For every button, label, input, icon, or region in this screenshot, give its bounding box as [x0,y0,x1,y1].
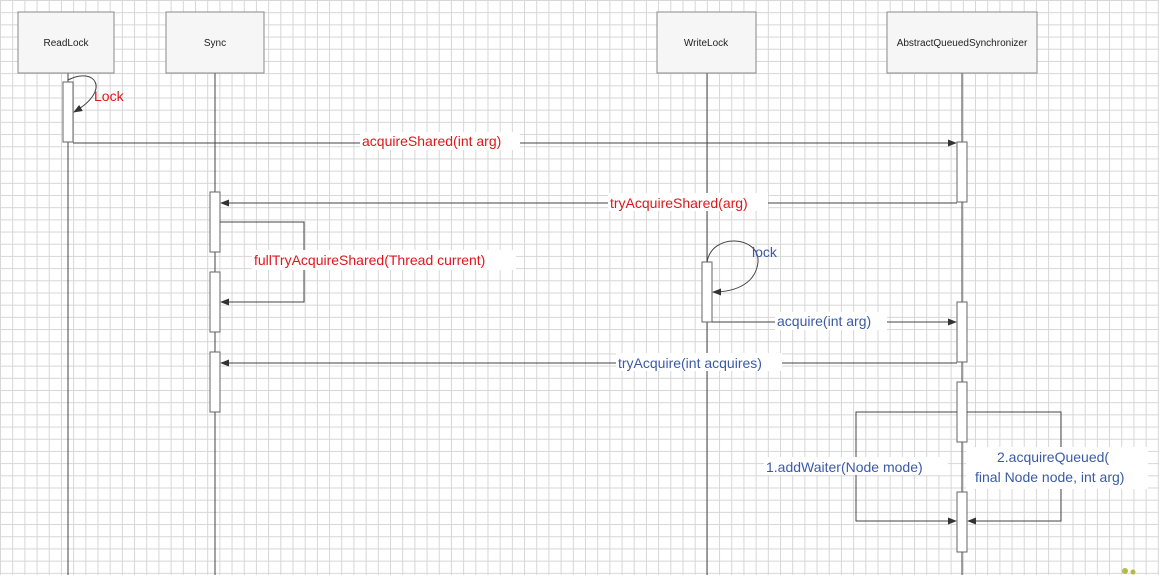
writelock-activation [701,261,713,323]
add-waiter-label: 1.addWaiter(Node mode) [766,459,923,475]
acquire-shared-label: acquireShared(int arg) [362,133,501,149]
try-acquire-label: tryAcquire(int acquires) [618,355,762,371]
resize-handle-icon [1122,568,1136,575]
acquire-queued-label-2: final Node node, int arg) [975,469,1124,485]
sync-activation-3 [209,351,221,413]
full-try-acquire-shared-label: fullTryAcquireShared(Thread current) [254,252,485,268]
actor-readlock-label: ReadLock [43,38,89,49]
sync-activation-1 [209,191,221,253]
aqs-activation-1 [956,141,968,203]
actor-sync-label: Sync [204,38,226,49]
aqs-activation-2 [956,301,968,363]
writelock-lock-arrow [706,240,759,296]
aqs-activation-4 [956,491,968,553]
writelock-lock-label: lock [752,244,778,260]
try-acquire-shared-label: tryAcquireShared(arg) [610,195,748,211]
acquire-queued-label-1: 2.acquireQueued( [997,449,1109,465]
actor-readlock: ReadLock [17,11,115,74]
actor-aqs: AbstractQueuedSynchronizer [886,11,1038,74]
readlock-lock-label: Lock [94,88,125,104]
actor-writelock-label: WriteLock [684,38,729,49]
sync-activation-2 [209,271,221,333]
actor-sync: Sync [165,11,265,74]
aqs-activation-3 [956,381,968,443]
actor-writelock: WriteLock [656,11,757,74]
actor-aqs-label: AbstractQueuedSynchronizer [897,38,1028,49]
readlock-lock-arrow [67,75,97,113]
acquire-label: acquire(int arg) [777,313,871,329]
readlock-activation [62,81,74,143]
